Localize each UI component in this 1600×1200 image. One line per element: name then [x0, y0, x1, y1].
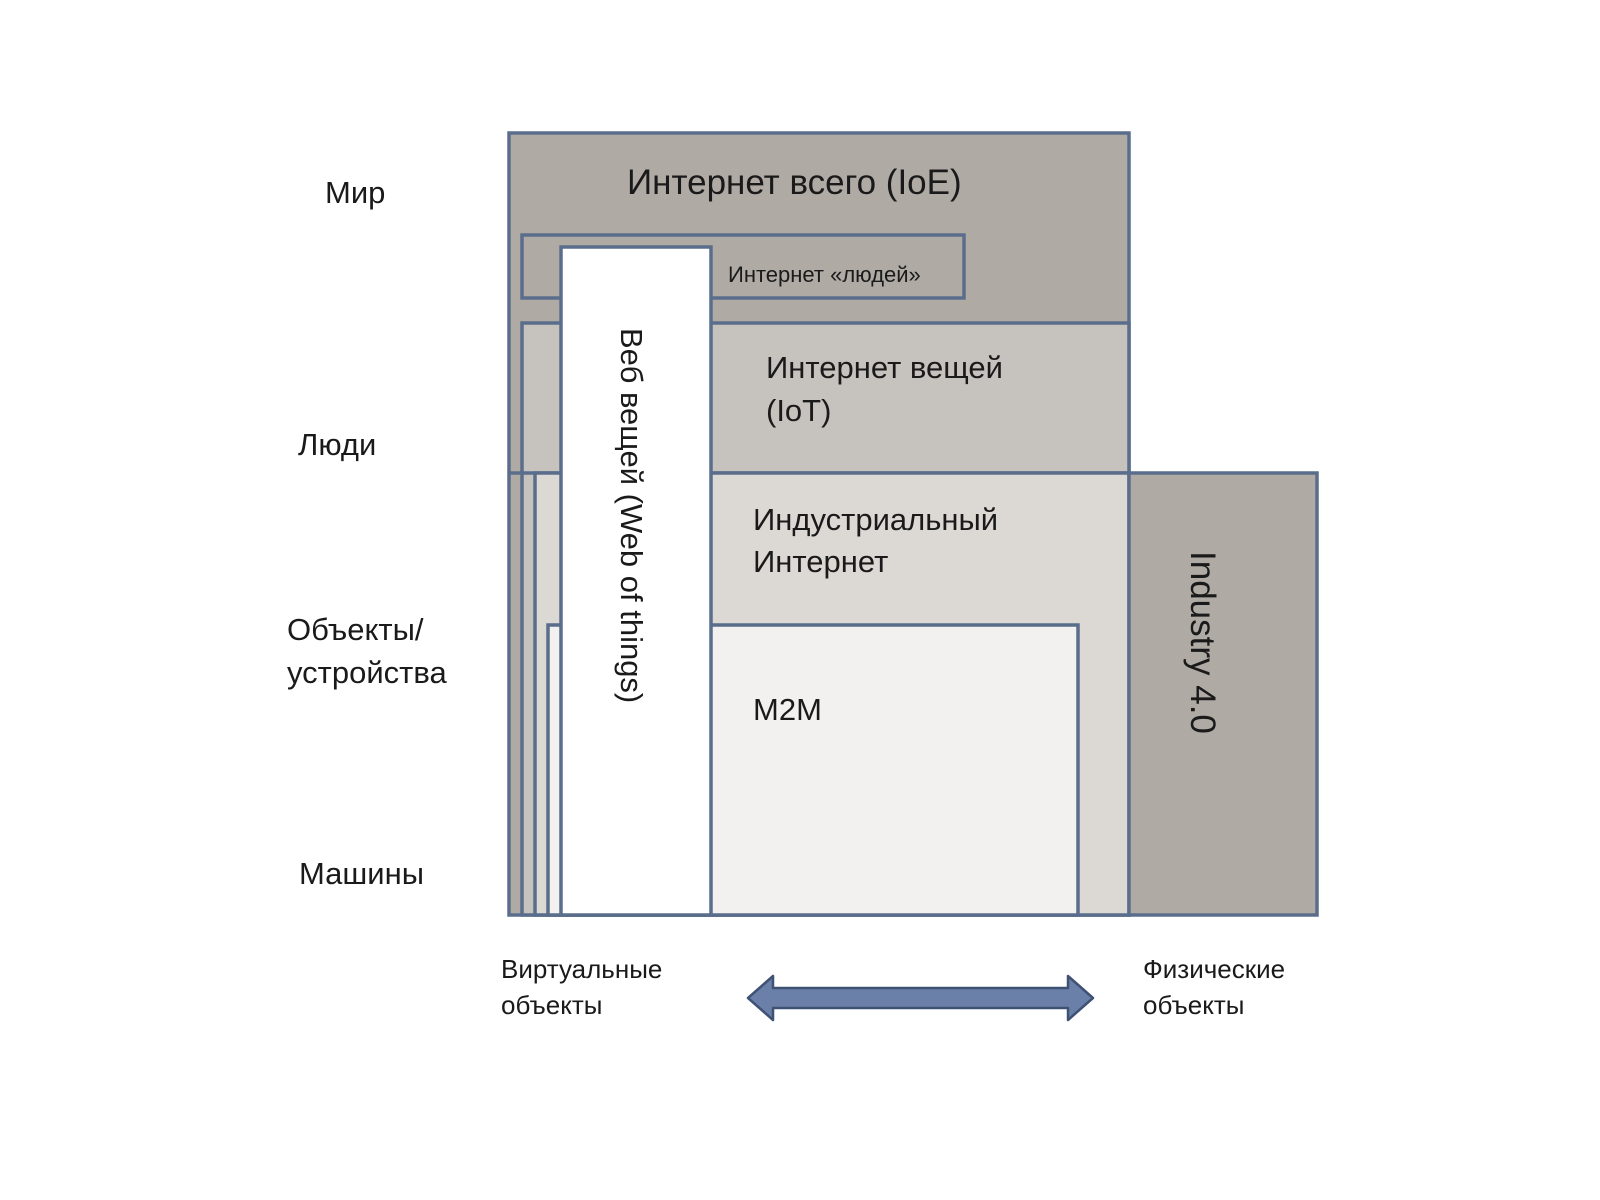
web-of-things-box [559, 245, 713, 917]
web-of-things-label: Веб вещей (Web of things) [614, 328, 649, 703]
row-label-objects-line1: Объекты/ [287, 612, 424, 647]
m2m-label: M2M [753, 692, 822, 727]
double-arrow-icon [746, 974, 1095, 1022]
axis-left-label-line2: объекты [501, 990, 602, 1020]
industrial-internet-label-line2: Интернет [753, 544, 888, 579]
iot-label-line1: Интернет вещей [766, 350, 1003, 385]
axis-right-label-line2: объекты [1143, 990, 1244, 1020]
row-label-objects-line2: устройства [287, 655, 447, 690]
internet-of-people-label: Интернет «людей» [728, 262, 921, 287]
row-label-people: Люди [298, 427, 376, 462]
industry-4-box [1127, 471, 1319, 917]
row-label-machines: Машины [299, 856, 424, 891]
row-label-world: Мир [325, 175, 385, 210]
ioe-label: Интернет всего (IoE) [627, 163, 962, 202]
axis-left-label-line1: Виртуальные [501, 954, 662, 984]
industry-4-label: Industry 4.0 [1183, 551, 1222, 734]
axis-right-label-line1: Физические [1143, 954, 1285, 984]
industrial-internet-label-line1: Индустриальный [753, 502, 998, 537]
iot-label-line2: (IoT) [766, 393, 831, 428]
